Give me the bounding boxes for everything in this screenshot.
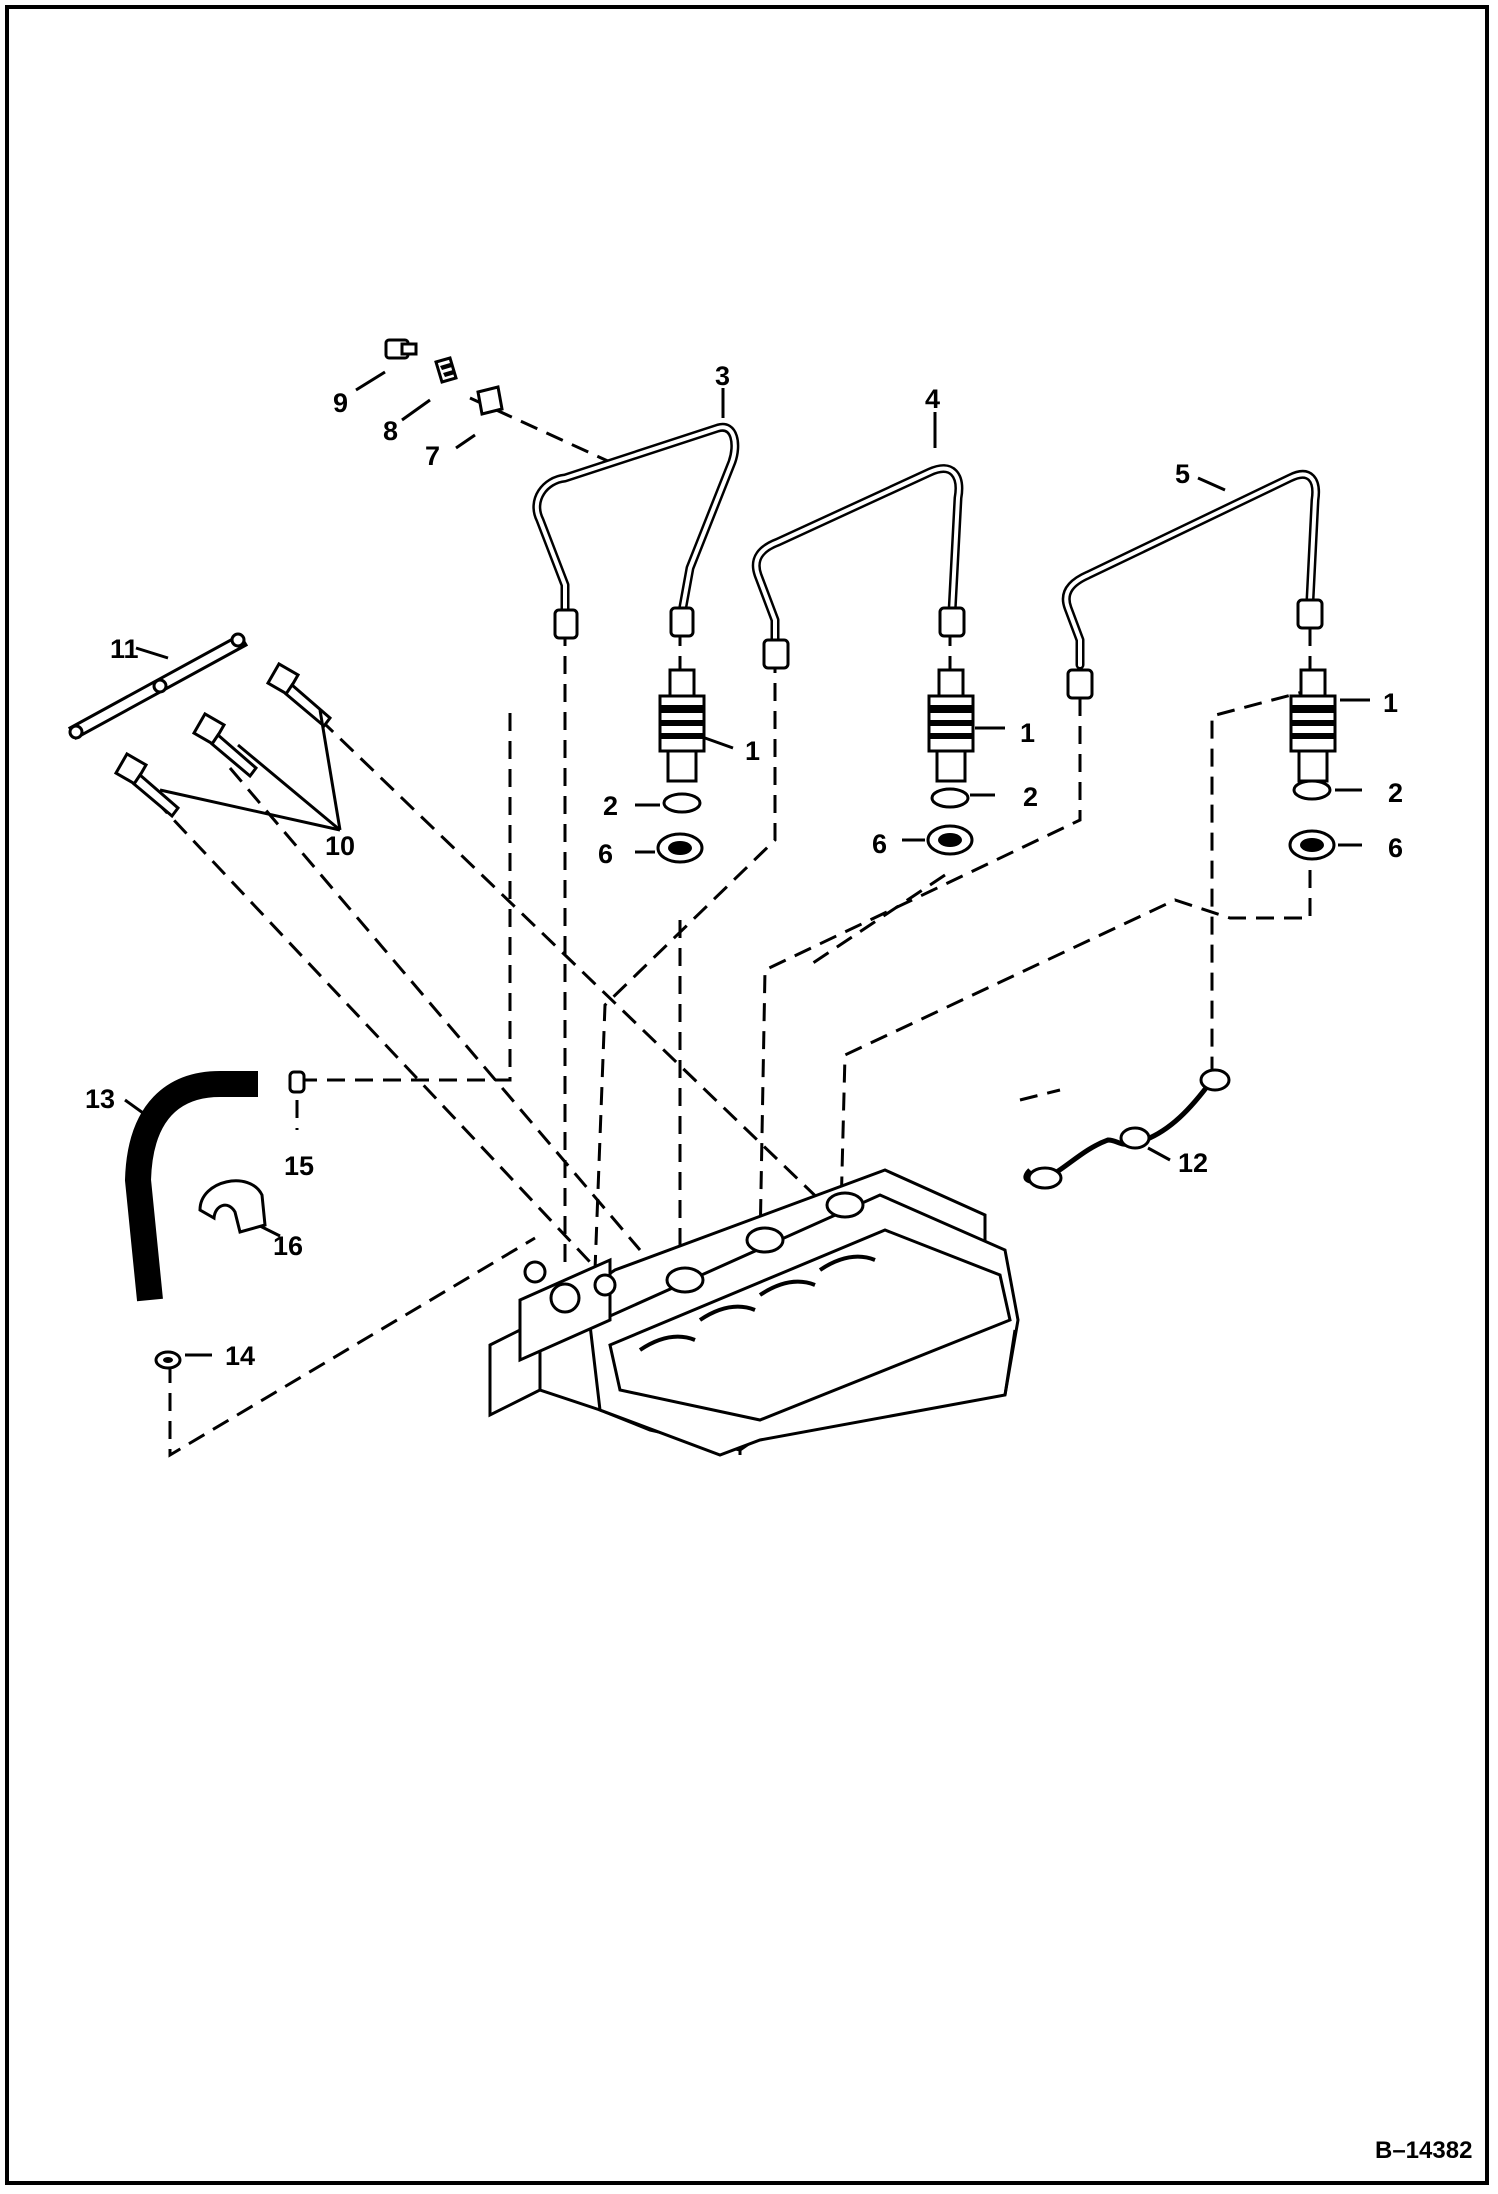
callouts: 1 1 1 2 2 2 3 4 5 6 6 6 7 8 9 10 11 12 1… xyxy=(85,361,1472,2164)
callout-6c: 6 xyxy=(1388,833,1403,863)
callout-6a: 6 xyxy=(598,839,613,869)
callout-13: 13 xyxy=(85,1084,115,1114)
o-rings xyxy=(662,779,1332,814)
injection-pipe-3 xyxy=(532,422,740,640)
clamp-7 xyxy=(476,385,504,416)
callout-16: 16 xyxy=(273,1231,303,1261)
clamp-8 xyxy=(434,356,458,384)
injector-seats xyxy=(656,824,1336,864)
injector-1b xyxy=(927,668,975,783)
cylinder-head xyxy=(488,1168,1020,1457)
callout-9: 9 xyxy=(333,388,348,418)
leak-off-hose-13 xyxy=(124,1071,258,1302)
washer-15 xyxy=(288,1070,306,1094)
injection-pipe-4 xyxy=(751,464,966,670)
injector-1a xyxy=(658,668,706,783)
callout-11: 11 xyxy=(110,634,139,664)
washer-14 xyxy=(154,1350,182,1370)
glow-plug-10c xyxy=(113,751,181,819)
injector-1c xyxy=(1289,668,1337,783)
callout-6b: 6 xyxy=(872,829,887,859)
glow-plug-10b xyxy=(191,711,259,779)
callout-8: 8 xyxy=(383,416,398,446)
injection-pipe-5 xyxy=(1061,469,1324,700)
callout-2c: 2 xyxy=(1388,778,1403,808)
callout-1c: 1 xyxy=(1383,688,1398,718)
callout-5: 5 xyxy=(1175,459,1190,489)
clamp-bolt-9 xyxy=(384,338,418,360)
assembly-dashed-lines xyxy=(153,396,1312,1458)
hose-clip-16 xyxy=(198,1179,267,1234)
callout-3: 3 xyxy=(715,361,730,391)
return-line-12 xyxy=(1023,1068,1231,1190)
leader-lines xyxy=(124,370,1370,1357)
callout-10: 10 xyxy=(325,831,355,861)
callout-2a: 2 xyxy=(603,791,618,821)
callout-14: 14 xyxy=(225,1341,255,1371)
drawing-border xyxy=(5,5,1489,2185)
callout-2b: 2 xyxy=(1023,782,1038,812)
bus-bar-11 xyxy=(67,632,249,741)
callout-12: 12 xyxy=(1178,1148,1208,1178)
callout-7: 7 xyxy=(425,441,440,471)
callout-1a: 1 xyxy=(745,736,760,766)
figure-number: B–14382 xyxy=(1375,2137,1472,2164)
callout-15: 15 xyxy=(284,1151,314,1181)
callout-1b: 1 xyxy=(1020,718,1035,748)
callout-4: 4 xyxy=(925,384,940,414)
